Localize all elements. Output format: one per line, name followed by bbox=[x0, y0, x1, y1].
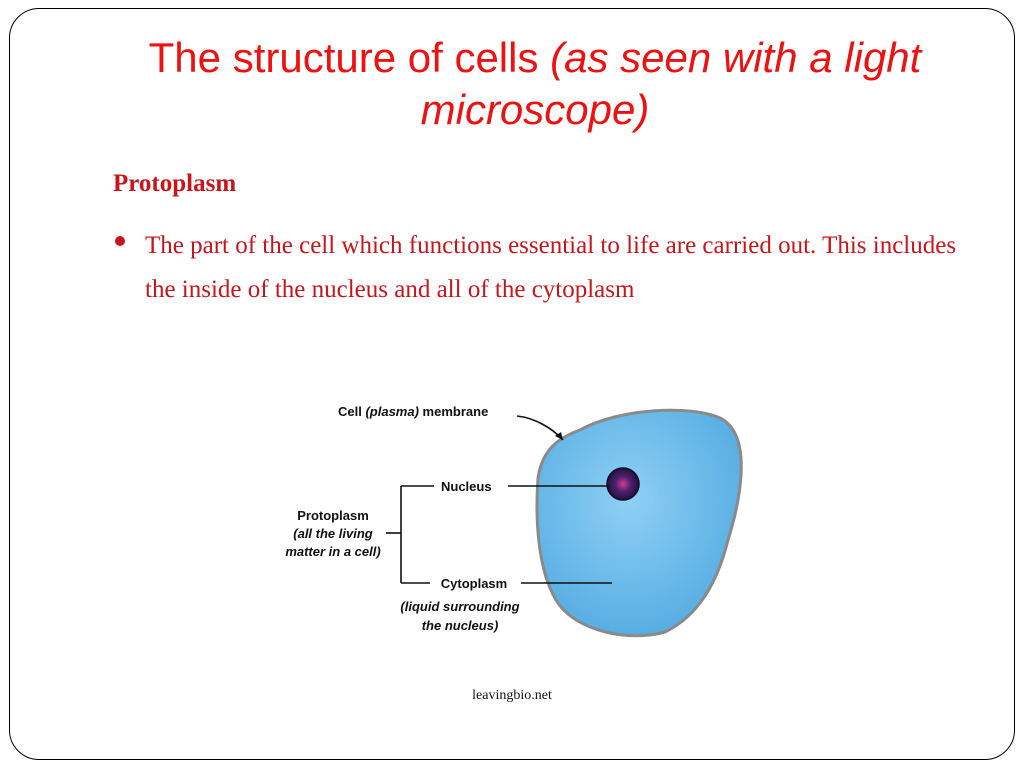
slide-title-plain: The structure of cells bbox=[148, 34, 539, 81]
slide-title: The structure of cells (as seen with a l… bbox=[90, 32, 980, 136]
protoplasm-sub-line2: matter in a cell) bbox=[285, 544, 380, 559]
cytoplasm-sub-line2: the nucleus) bbox=[422, 618, 499, 633]
source-credit: leavingbio.net bbox=[472, 688, 552, 703]
slide-frame bbox=[9, 8, 1015, 760]
nucleus-label: Nucleus bbox=[441, 479, 492, 494]
protoplasm-label: Protoplasm bbox=[297, 508, 369, 523]
protoplasm-sub-line1: (all the living bbox=[293, 526, 373, 541]
bullet-marker bbox=[115, 236, 125, 246]
section-heading: Protoplasm bbox=[113, 170, 237, 197]
cytoplasm-label: Cytoplasm bbox=[441, 576, 507, 591]
bullet-text: The part of the cell which functions ess… bbox=[145, 232, 957, 303]
cell-body bbox=[535, 408, 743, 638]
membrane-label: Cell (plasma) membrane bbox=[338, 404, 488, 419]
cytoplasm-sub-line1: (liquid surrounding bbox=[400, 599, 519, 614]
membrane-pointer-arrowhead bbox=[555, 432, 563, 440]
slide-title-italic: (as seen with a light microscope) bbox=[420, 34, 922, 133]
bullet-item: The part of the cell which functions ess… bbox=[113, 224, 963, 312]
nucleus-shape bbox=[606, 467, 640, 501]
